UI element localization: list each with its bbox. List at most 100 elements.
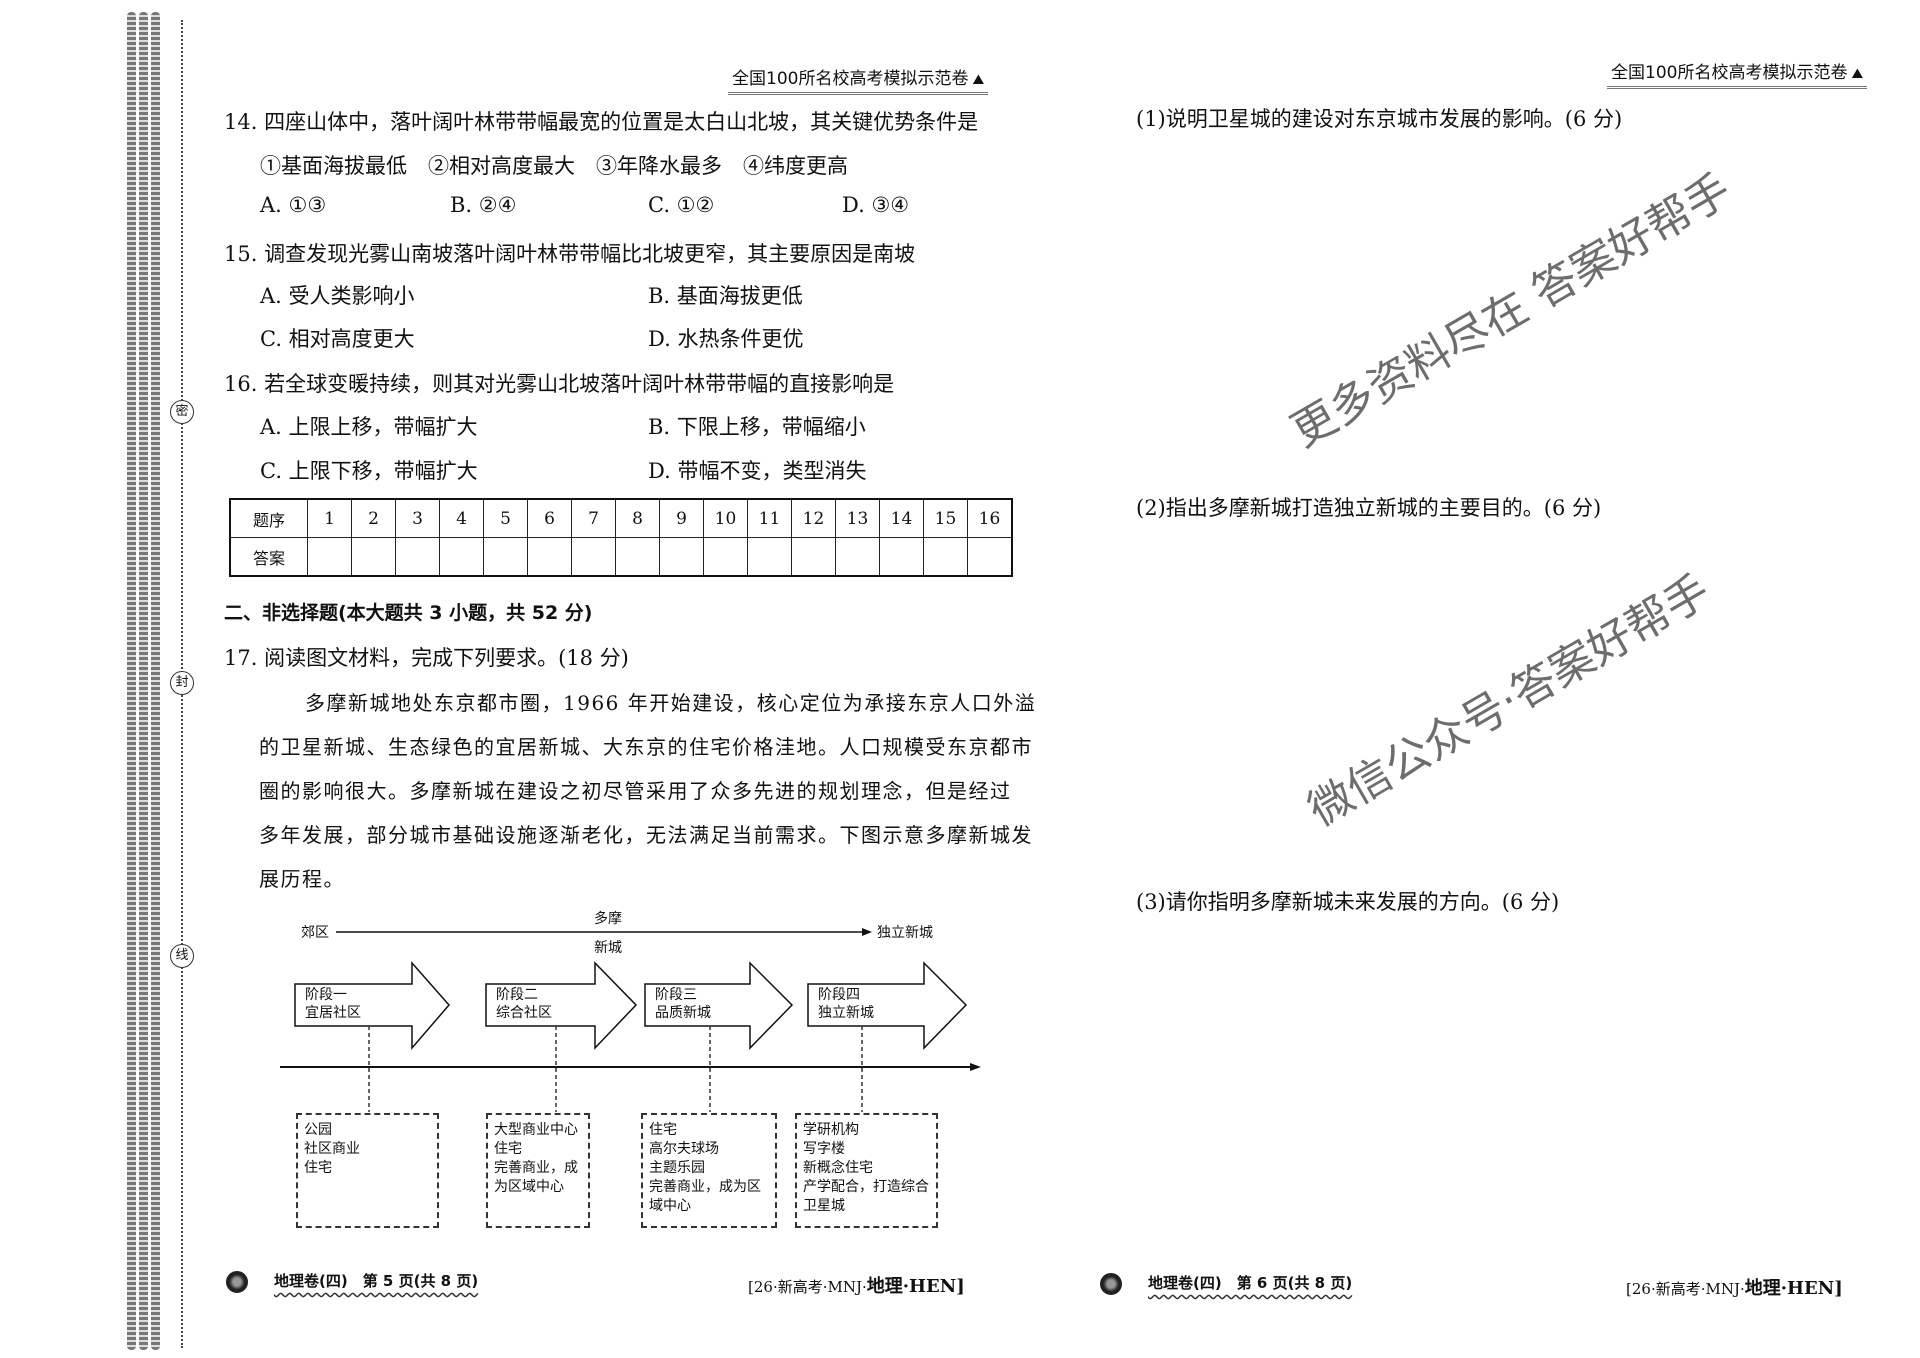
stage-name: 阶段一 <box>305 987 347 1003</box>
answer-cell[interactable] <box>923 537 968 577</box>
question-14-conditions: ①基面海拔最低 ②相对高度最大 ③年降水最多 ④纬度更高 <box>260 154 848 178</box>
code-subject: 地理 <box>866 1276 903 1297</box>
feature-item: 住宅 <box>649 1122 677 1138</box>
option-d: D. 水热条件更优 <box>648 327 804 351</box>
answer-cell[interactable] <box>571 537 616 577</box>
question-17-stem: 17. 阅读图文材料，完成下列要求。(18 分) <box>224 646 629 670</box>
timeline-arrowhead <box>970 1063 981 1071</box>
option-a: A. 上限上移，带幅扩大 <box>260 415 478 439</box>
axis-end-label: 独立新城 <box>877 925 933 941</box>
mountain-icon: ⛰ <box>1851 66 1864 82</box>
question-16-stem: 16. 若全球变暖持续，则其对光雾山北坡落叶阔叶林带带幅的直接影响是 <box>224 372 895 396</box>
code-subject: 地理 <box>1744 1278 1781 1299</box>
page-label: 地理卷(四) 第 5 页(共 8 页) <box>274 1272 479 1290</box>
series-title: 全国100所名校高考模拟示范卷 <box>1611 63 1848 83</box>
paragraph-line: 的卫星新城、生态绿色的宜居新城、大东京的住宅价格洼地。人口规模受东京都市 <box>259 735 1033 759</box>
option-a: A. ①③ <box>260 193 327 217</box>
option-c: C. ①② <box>648 193 715 217</box>
table-row-answers: 答案 <box>229 537 1013 577</box>
stage-features-box: 大型商业中心住宅完善商业，成为区域中心 <box>486 1113 590 1228</box>
answer-cell[interactable] <box>527 537 572 577</box>
answer-cell[interactable] <box>835 537 880 577</box>
answer-cell[interactable] <box>747 537 792 577</box>
footer-right: 地理卷(四) 第 6 页(共 8 页) <box>1100 1272 1362 1295</box>
option-b: B. 下限上移，带幅缩小 <box>648 415 866 439</box>
feature-item: 住宅 <box>304 1160 332 1176</box>
stage-arrow <box>644 961 794 1050</box>
question-number-cell: 8 <box>615 498 660 538</box>
stage-label: 品质新城 <box>655 1005 711 1021</box>
option-d: D. 带幅不变，类型消失 <box>648 459 867 483</box>
coin-icon <box>226 1270 248 1293</box>
stage-arrow <box>294 961 450 1051</box>
option-d: D. ③④ <box>842 193 910 217</box>
answer-cell[interactable] <box>879 537 924 577</box>
top-axis-arrowhead <box>862 928 872 936</box>
axis-mid-bottom-label: 新城 <box>594 940 622 956</box>
stage-name: 阶段二 <box>496 987 538 1003</box>
question-14-stem: 14. 四座山体中，落叶阔叶林带带幅最宽的位置是太白山北坡，其关键优势条件是 <box>224 110 979 134</box>
feature-item: 学研机构 <box>803 1122 859 1138</box>
feature-item: 主题乐园 <box>649 1160 705 1176</box>
stage-name: 阶段三 <box>655 987 697 1003</box>
sub-question-2: (2)指出多摩新城打造独立新城的主要目的。(6 分) <box>1136 496 1602 520</box>
coin-icon <box>1100 1272 1122 1295</box>
stage-title: 阶段三品质新城 <box>655 986 711 1022</box>
axis-mid-top-label: 多摩 <box>594 911 622 927</box>
feature-item: 完善商业，成为区域中心 <box>494 1160 578 1195</box>
row-header: 题序 <box>229 498 308 538</box>
feature-item: 住宅 <box>494 1141 522 1157</box>
feature-item: 产学配合，打造综合卫星城 <box>803 1179 929 1214</box>
exam-code-right: [26·新高考·MNJ·地理·HEN] <box>1626 1274 1843 1300</box>
answer-cell[interactable] <box>483 537 528 577</box>
feature-item: 公园 <box>304 1122 332 1138</box>
option-a: A. 受人类影响小 <box>260 284 415 308</box>
sub-question-1: (1)说明卫星城的建设对东京城市发展的影响。(6 分) <box>1136 107 1623 131</box>
option-c: C. 上限下移，带幅扩大 <box>260 459 478 483</box>
stage-label: 宜居社区 <box>305 1005 361 1021</box>
mountain-icon: ⛰ <box>972 72 985 88</box>
answer-cell[interactable] <box>351 537 396 577</box>
stage-arrow <box>807 961 968 1050</box>
feature-item: 写字楼 <box>803 1141 845 1157</box>
watermark: 更多资料尽在 答案好帮手 <box>1282 164 1740 458</box>
series-title: 全国100所名校高考模拟示范卷 <box>732 69 969 89</box>
stage-label: 综合社区 <box>496 1005 552 1021</box>
answer-cell[interactable] <box>791 537 836 577</box>
page-label: 地理卷(四) 第 6 页(共 8 页) <box>1148 1274 1353 1292</box>
feature-item: 高尔夫球场 <box>649 1141 719 1157</box>
question-number-cell: 7 <box>571 498 616 538</box>
answer-cell[interactable] <box>967 537 1013 577</box>
answer-cell[interactable] <box>703 537 748 577</box>
stage-title: 阶段一宜居社区 <box>305 986 361 1022</box>
binding-spiral <box>127 12 136 1350</box>
paragraph-line: 展历程。 <box>259 867 345 891</box>
diagram-lines <box>280 928 981 1112</box>
answer-cell[interactable] <box>615 537 660 577</box>
code-suffix: ·HEN] <box>1780 1278 1843 1299</box>
answer-cell[interactable] <box>659 537 704 577</box>
stage-title: 阶段二综合社区 <box>496 986 552 1022</box>
page-header-left: 全国100所名校高考模拟示范卷⛰ <box>728 64 989 95</box>
question-number-cell: 15 <box>923 498 968 538</box>
question-15-stem: 15. 调查发现光雾山南坡落叶阔叶林带带幅比北坡更窄，其主要原因是南坡 <box>224 242 916 266</box>
answer-cell[interactable] <box>439 537 484 577</box>
question-number-cell: 2 <box>351 498 396 538</box>
stage-features-box: 公园社区商业住宅 <box>296 1113 439 1228</box>
option-b: B. 基面海拔更低 <box>648 284 803 308</box>
binding-spiral <box>139 12 148 1350</box>
feature-item: 社区商业 <box>304 1141 360 1157</box>
answer-cell[interactable] <box>395 537 440 577</box>
seal-mark: 线 <box>170 944 194 968</box>
feature-item: 新概念住宅 <box>803 1160 873 1176</box>
feature-item: 大型商业中心 <box>494 1122 578 1138</box>
code-prefix: [26·新高考·MNJ· <box>748 1278 867 1296</box>
question-number-cell: 3 <box>395 498 440 538</box>
code-prefix: [26·新高考·MNJ· <box>1626 1280 1745 1298</box>
question-number-cell: 1 <box>307 498 352 538</box>
stage-label: 独立新城 <box>818 1005 874 1021</box>
exam-code-left: [26·新高考·MNJ·地理·HEN] <box>748 1272 965 1298</box>
stage-title: 阶段四独立新城 <box>818 986 874 1022</box>
answer-cell[interactable] <box>307 537 352 577</box>
page-header-right: 全国100所名校高考模拟示范卷⛰ <box>1607 58 1868 89</box>
